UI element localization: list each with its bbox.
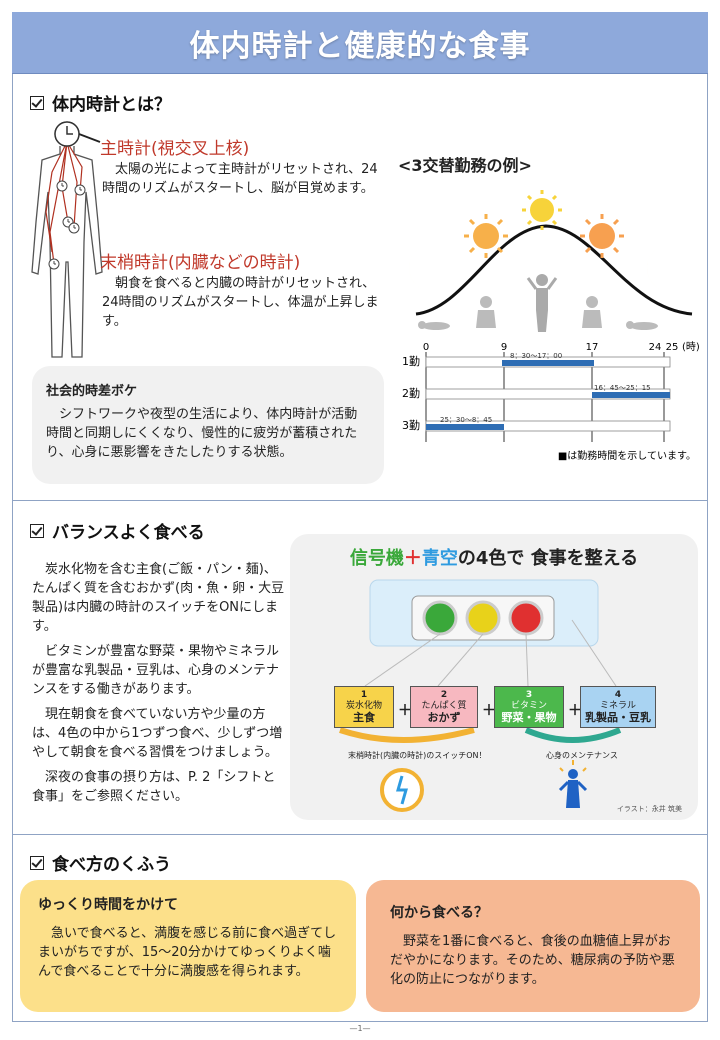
day-cycle-illustration (409, 190, 693, 332)
caption-clock-switch: 末梢時計(内臓の時計)のスイッチON！ (348, 751, 487, 760)
sun-icon (580, 214, 624, 258)
svg-text:25：30〜8：45: 25：30〜8：45 (440, 416, 492, 424)
person-standing-icon (526, 274, 558, 332)
food-box-protein: 2 たんぱく質 おかず (410, 686, 478, 728)
person-sitting-icon (476, 296, 496, 328)
signal-title-part: 青空 (421, 548, 458, 569)
section-heading-text: 食べ方のくふう (52, 855, 171, 875)
clock-switch-icon (380, 768, 424, 812)
signal-illustration-panel: 信号機＋青空の4色で 食事を整える 1 炭水化物 主食 ＋ 2 たんぱく質 おか… (290, 534, 698, 820)
food-box-dairy: 4 ミネラル 乳製品・豆乳 (580, 686, 656, 728)
signal-title-part: の4色で 食事を整える (457, 548, 639, 569)
master-clock-text: 太陽の光によって主時計がリセットされ、24時間のリズムがスタートし、脳が目覚めま… (102, 160, 380, 198)
signal-bottom-graphic (339, 728, 622, 812)
svg-text:3勤: 3勤 (402, 419, 420, 432)
person-sitting-icon (582, 296, 602, 328)
peripheral-clock-paragraph: 朝食を食べると内臓の時計がリセットされ、24時間のリズムがスタートし、体温が上昇… (102, 276, 379, 329)
page-number: —1— (349, 1024, 371, 1033)
shift-timeline: 0 9 17 24 25 (時) 1勤 8：30〜17：00 2勤 16：45〜… (402, 341, 700, 462)
plus-sign: ＋ (482, 703, 496, 719)
moon-icon (647, 248, 684, 292)
eat-slowly-text: 急いで食べると、満腹を感じる前に食べ過ぎてしまいがちですが、15〜20分かけてゆ… (38, 926, 337, 979)
master-clock-heading: 主時計(視交叉上核) (100, 139, 250, 159)
title-bar: 体内時計と健康的な食事 (12, 12, 708, 74)
section-heading-text: バランスよく食べる (52, 523, 205, 543)
shift-row-1: 1勤 8：30〜17：00 (402, 352, 671, 368)
food-box-vegetables: 3 ビタミン 野菜・果物 (494, 686, 564, 728)
shift-bar-2 (592, 392, 670, 398)
tick-unit: (時) (682, 341, 700, 353)
signal-title: 信号機＋青空の4色で 食事を整える (290, 544, 698, 570)
green-light-icon (422, 600, 458, 636)
tick-label-17: 17 (586, 342, 599, 353)
balance-text: 炭水化物を含む主食(ご飯・パン・麺)、たんぱく質を含むおかず(肉・魚・卵・大豆製… (32, 560, 286, 806)
plus-sign: ＋ (398, 703, 412, 719)
svg-text:1勤: 1勤 (402, 355, 420, 368)
eating-order-title: 何から食べる？ (390, 905, 488, 921)
social-jetlag-box: 社会的時差ボケ シフトワークや夜型の生活により、体内時計が活動時間と同期しにくく… (32, 366, 384, 484)
checkbox-icon (30, 855, 44, 870)
illustration-credit: イラスト：永井 筑美 (616, 805, 682, 813)
tick-label-24: 24 (649, 342, 662, 353)
shift-bar-1 (502, 360, 594, 366)
eating-order-text: 野菜を1番に食べると、食後の血糖値上昇がおだやかになります。そのため、糖尿病の予… (390, 934, 675, 987)
master-clock-paragraph: 太陽の光によって主時計がリセットされ、24時間のリズムがスタートし、脳が目覚めま… (102, 162, 378, 196)
balance-paragraph: 深夜の食事の摂り方は、P. 2「シフトと食事」をご参照ください。 (32, 770, 276, 804)
sun-icon (522, 190, 562, 230)
caption-maintenance: 心身のメンテナンス (546, 751, 618, 760)
balance-paragraph: 炭水化物を含む主食(ご飯・パン・麺)、たんぱく質を含むおかず(肉・魚・卵・大豆製… (32, 562, 285, 634)
signal-title-part: 信号機 (349, 548, 404, 569)
shift-legend: ■は勤務時間を示しています。 (558, 449, 696, 462)
balance-paragraph: ビタミンが豊富な野菜・果物やミネラルが豊富な乳製品・豆乳は、心身のメンテナンスを… (32, 644, 280, 697)
food-box-staple: 1 炭水化物 主食 (334, 686, 394, 728)
svg-text:8：30〜17：00: 8：30〜17：00 (510, 352, 562, 360)
shift-row-3: 3勤 25：30〜8：45 (402, 416, 671, 432)
shift-row-2: 2勤 16：45〜25：15 (402, 384, 671, 400)
social-jetlag-title: 社会的時差ボケ (46, 384, 138, 399)
balance-paragraph: 現在朝食を食べていない方や少量の方は、4色の中から1つずつ食べ、少しずつ増やして… (32, 707, 283, 760)
checkbox-icon (30, 523, 44, 538)
plus-sign: ＋ (568, 703, 582, 719)
svg-text:2勤: 2勤 (402, 387, 420, 400)
red-light-icon (508, 600, 544, 636)
tick-label-25: 25 (666, 342, 679, 353)
shift-example-heading: <3交替勤務の例> (398, 156, 532, 175)
section-divider (12, 834, 708, 835)
moon-icon (409, 248, 446, 292)
body-clock-figure (31, 121, 103, 358)
person-sparkle-icon (558, 760, 588, 808)
eat-slowly-box: ゆっくり時間をかけて 急いで食べると、満腹を感じる前に食べ過ぎてしまいがちですが… (20, 880, 356, 1012)
tick-label-9: 9 (501, 342, 507, 353)
svg-text:16：45〜25：15: 16：45〜25：15 (594, 384, 651, 392)
page-title: 体内時計と健康的な食事 (189, 28, 531, 64)
section-divider (12, 500, 708, 501)
signal-graphic (364, 579, 617, 687)
eat-slowly-title: ゆっくり時間をかけて (38, 897, 178, 913)
section-heading-eating-tips: 食べ方のくふう (30, 850, 171, 875)
tick-label-0: 0 (423, 342, 429, 353)
checkbox-icon (30, 95, 44, 110)
peripheral-clock-heading: 末梢時計(内臓などの時計) (100, 253, 301, 273)
section-heading-text: 体内時計とは？ (52, 95, 171, 115)
yellow-light-icon (465, 600, 501, 636)
signal-title-plus: ＋ (403, 548, 422, 569)
section-heading-balance: バランスよく食べる (30, 518, 205, 543)
peripheral-clock-text: 朝食を食べると内臓の時計がリセットされ、24時間のリズムがスタートし、体温が上昇… (102, 274, 380, 331)
shift-bar-3 (426, 424, 504, 430)
sun-icon (464, 214, 508, 258)
eating-order-box: 何から食べる？ 野菜を1番に食べると、食後の血糖値上昇がおだやかになります。その… (366, 880, 700, 1012)
social-jetlag-text: シフトワークや夜型の生活により、体内時計が活動時間と同期しにくくなり、慢性的に疲… (46, 407, 358, 460)
person-sleeping-icon (626, 321, 658, 330)
person-sleeping-icon (418, 321, 450, 330)
section-heading-body-clock: 体内時計とは？ (30, 90, 171, 115)
